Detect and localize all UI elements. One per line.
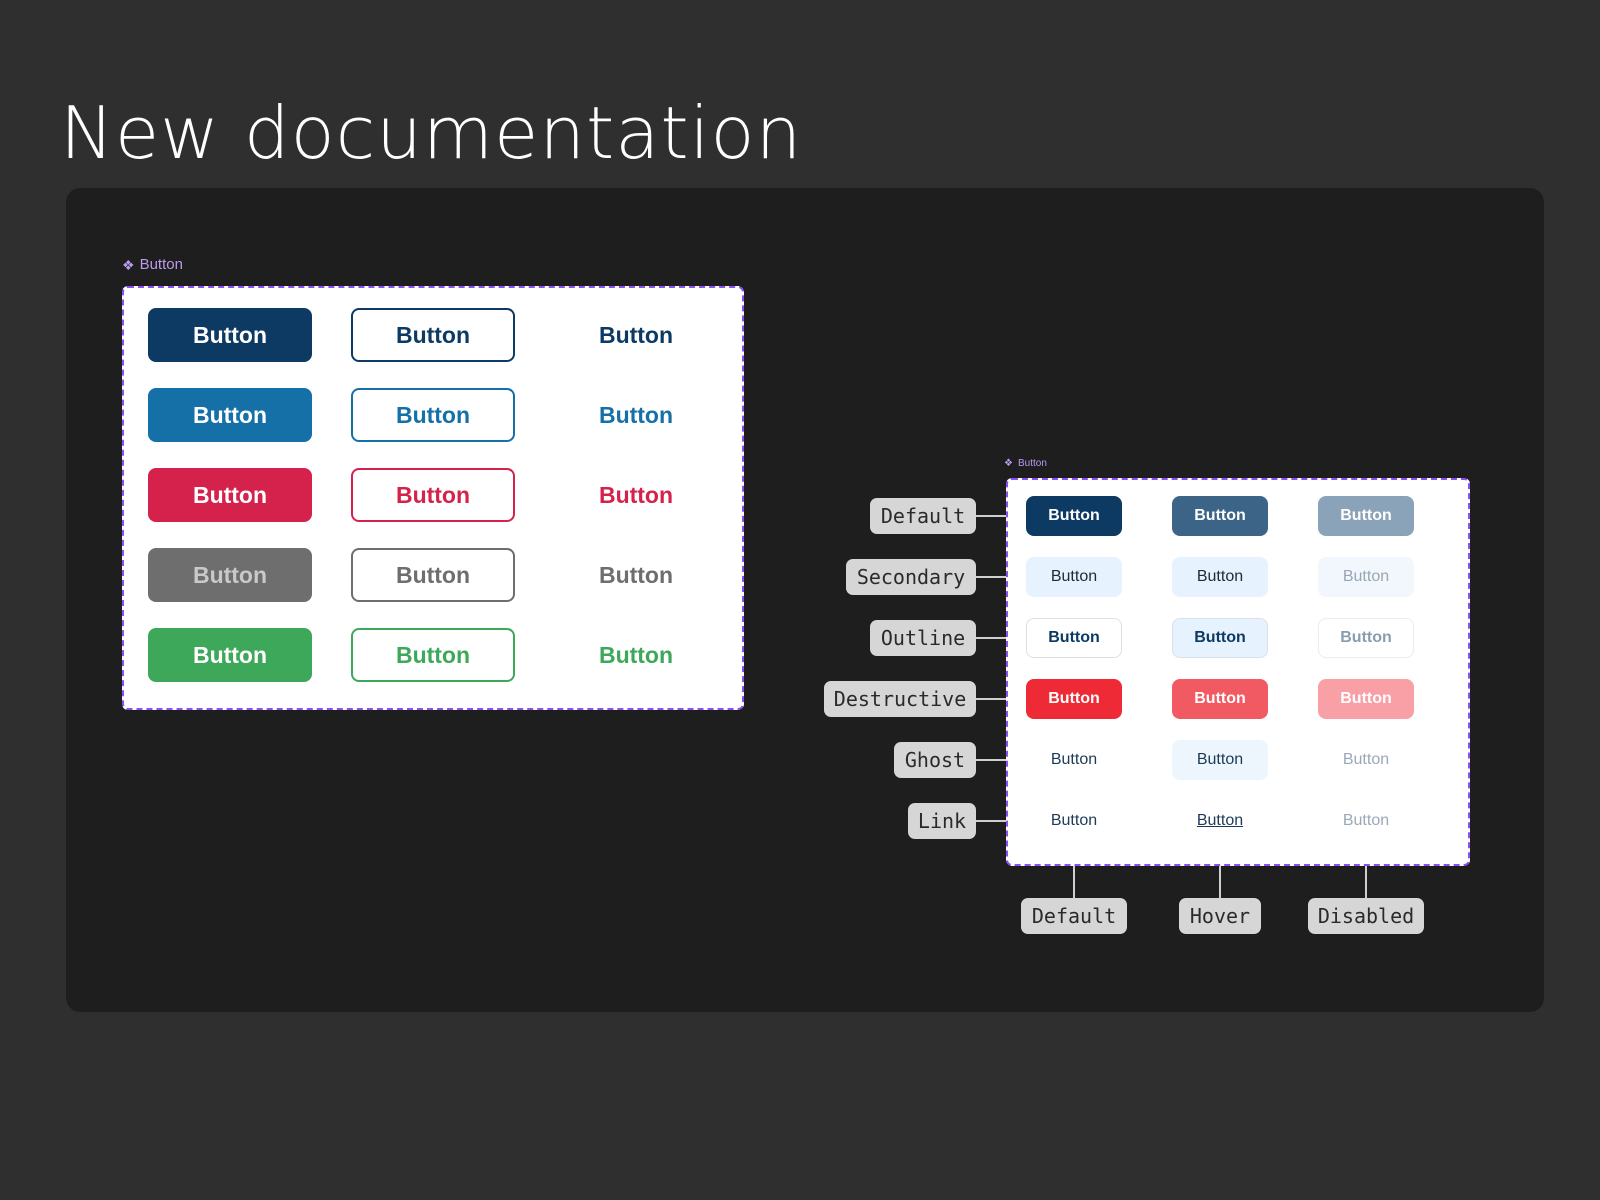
outline-hover-button[interactable]: Button — [1172, 618, 1268, 658]
component-label-text: Button — [1017, 458, 1047, 469]
connector-line — [976, 515, 1006, 517]
outline-button[interactable]: Button — [351, 308, 515, 362]
state-tag-hover: Hover — [1179, 898, 1261, 934]
connector-line — [976, 820, 1006, 822]
text-button[interactable]: Button — [598, 561, 674, 588]
variant-tag-default: Default — [870, 498, 976, 534]
secondary-default-button[interactable]: Button — [1026, 557, 1122, 597]
default-disabled-button[interactable]: Button — [1318, 496, 1414, 536]
variant-tag-destructive: Destructive — [824, 681, 976, 717]
connector-line — [1365, 866, 1367, 898]
component-icon: ❖ — [122, 256, 135, 273]
ghost-default-button[interactable]: Button — [1050, 751, 1098, 768]
ghost-disabled-button[interactable]: Button — [1342, 751, 1390, 768]
destructive-default-button[interactable]: Button — [1026, 679, 1122, 719]
solid-button[interactable]: Button — [148, 308, 312, 362]
solid-button[interactable]: Button — [148, 628, 312, 682]
component-icon: ❖ — [1004, 457, 1013, 469]
connector-line — [1219, 866, 1221, 898]
destructive-hover-button[interactable]: Button — [1172, 679, 1268, 719]
connector-line — [976, 637, 1006, 639]
connector-line — [976, 759, 1006, 761]
variant-tag-secondary: Secondary — [846, 559, 976, 595]
default-hover-button[interactable]: Button — [1172, 496, 1268, 536]
variant-tag-link: Link — [908, 803, 976, 839]
secondary-hover-button[interactable]: Button — [1172, 557, 1268, 597]
component-label-left[interactable]: ❖ Button — [122, 256, 183, 273]
outline-disabled-button[interactable]: Button — [1318, 618, 1414, 658]
outline-button[interactable]: Button — [351, 548, 515, 602]
solid-button[interactable]: Button — [148, 388, 312, 442]
component-label-right[interactable]: ❖ Button — [1004, 458, 1047, 469]
default-default-button[interactable]: Button — [1026, 496, 1122, 536]
variant-tag-ghost: Ghost — [894, 742, 976, 778]
page-title: New documentation — [60, 91, 803, 175]
outline-default-button[interactable]: Button — [1026, 618, 1122, 658]
state-tag-disabled: Disabled — [1308, 898, 1424, 934]
ghost-hover-button[interactable]: Button — [1172, 740, 1268, 780]
link-hover-button[interactable]: Button — [1196, 812, 1244, 829]
outline-button[interactable]: Button — [351, 388, 515, 442]
connector-line — [976, 576, 1006, 578]
destructive-disabled-button[interactable]: Button — [1318, 679, 1414, 719]
link-disabled-button[interactable]: Button — [1342, 812, 1390, 829]
text-button[interactable]: Button — [598, 481, 674, 508]
link-default-button[interactable]: Button — [1050, 812, 1098, 829]
state-tag-default: Default — [1021, 898, 1127, 934]
variant-tag-outline: Outline — [870, 620, 976, 656]
outline-button[interactable]: Button — [351, 468, 515, 522]
text-button[interactable]: Button — [598, 641, 674, 668]
text-button[interactable]: Button — [598, 321, 674, 348]
text-button[interactable]: Button — [598, 401, 674, 428]
secondary-disabled-button[interactable]: Button — [1318, 557, 1414, 597]
component-label-text: Button — [139, 256, 183, 273]
solid-button[interactable]: Button — [148, 548, 312, 602]
connector-line — [1073, 866, 1075, 898]
outline-button[interactable]: Button — [351, 628, 515, 682]
solid-button[interactable]: Button — [148, 468, 312, 522]
connector-line — [976, 698, 1006, 700]
